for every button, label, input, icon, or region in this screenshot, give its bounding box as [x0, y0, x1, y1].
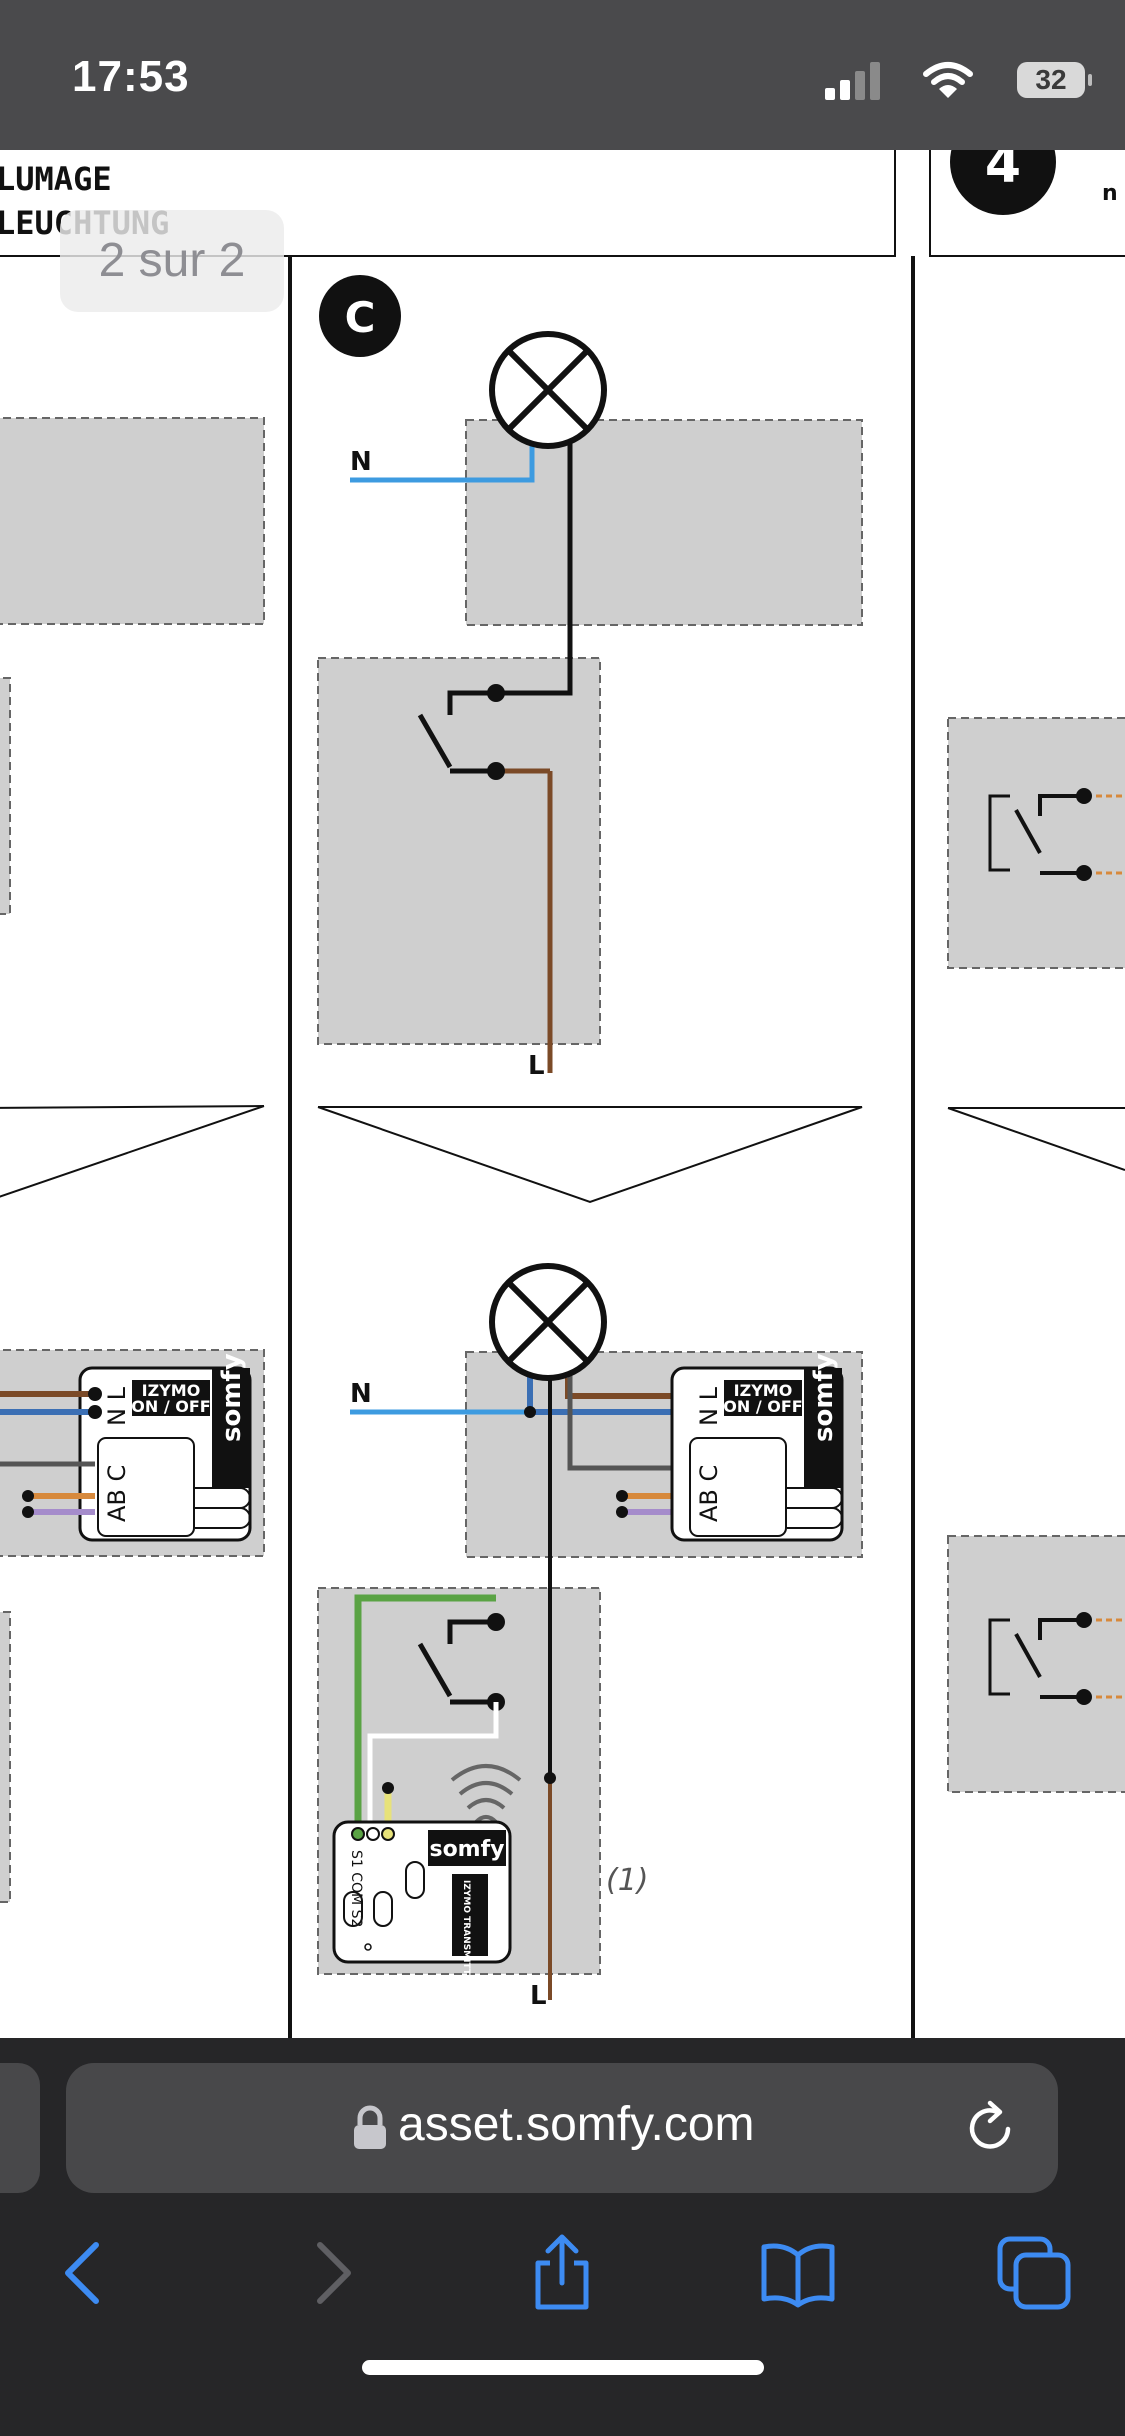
home-indicator[interactable] — [362, 2360, 764, 2375]
back-icon[interactable] — [46, 2233, 126, 2313]
forward-icon[interactable] — [290, 2233, 370, 2313]
transmitter-brand: somfy — [429, 1837, 504, 1862]
address-bar[interactable]: asset.somfy.com — [66, 2063, 1058, 2193]
battery-icon: 32 — [1017, 62, 1092, 98]
page-indicator: 2 sur 2 — [60, 210, 284, 312]
transmitter-terminals: S1 COM S2 — [348, 1850, 364, 1927]
lock-icon — [354, 2105, 386, 2149]
document-view[interactable]: LUMAGE LEUCHTUNG 4 n x somfy IZYMO ON / … — [0, 150, 1125, 2038]
receiver-brand: somfy — [809, 1353, 839, 1442]
reload-icon[interactable] — [962, 2099, 1020, 2157]
transmitter-model: IZYMO TRANSMITTER — [461, 1880, 471, 1988]
neutral-label-top: N — [350, 447, 372, 477]
receiver-model-2: ON / OFF — [723, 1397, 802, 1416]
browser-toolbar: asset.somfy.com — [0, 2038, 1125, 2436]
signal-icon — [825, 62, 880, 100]
panel-c-letter: C — [345, 293, 376, 342]
url-text[interactable]: asset.somfy.com — [398, 2098, 755, 2151]
step-number: 4 — [985, 150, 1021, 195]
wiring-diagram: LUMAGE LEUCHTUNG 4 n x somfy IZYMO ON / … — [0, 150, 1125, 2038]
left-receiver-model-1: IZYMO — [142, 1381, 201, 1400]
neutral-label-bottom: N — [350, 1379, 372, 1409]
receiver-terminals-top: N L — [695, 1386, 723, 1426]
wifi-icon — [923, 62, 973, 98]
receiver-terminals-bottom: AB C — [695, 1465, 723, 1522]
step-fragment: n x — [1102, 181, 1125, 206]
share-icon[interactable] — [522, 2233, 602, 2313]
footnote-marker: (1) — [606, 1863, 649, 1898]
left-receiver-brand: somfy — [217, 1353, 247, 1442]
previous-tab-address-bar[interactable] — [0, 2063, 40, 2193]
left-receiver-terminals-bottom: AB C — [103, 1465, 131, 1522]
receiver-model-1: IZYMO — [734, 1381, 793, 1400]
left-receiver-model-2: ON / OFF — [131, 1397, 210, 1416]
live-label-bottom: L — [530, 1981, 547, 2011]
header-line-1: LUMAGE — [0, 160, 112, 198]
status-time: 17:53 — [72, 52, 190, 101]
status-bar: 17:53 32 — [0, 0, 1125, 150]
live-label-top: L — [528, 1051, 545, 1081]
left-receiver-terminals-top: N L — [103, 1386, 131, 1426]
bookmarks-icon[interactable] — [758, 2233, 838, 2313]
tabs-icon[interactable] — [994, 2233, 1074, 2313]
